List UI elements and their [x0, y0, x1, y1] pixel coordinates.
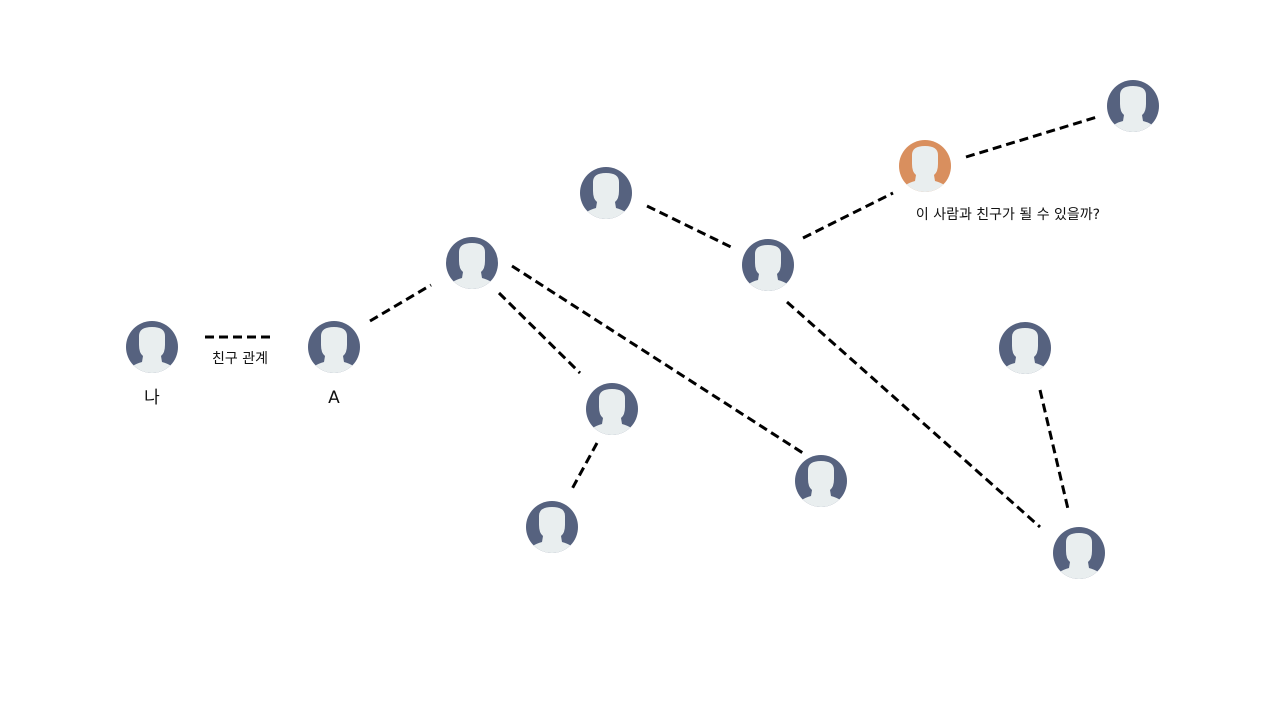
- edge-center-target: [802, 191, 894, 240]
- edge-target-topright: [965, 115, 1098, 159]
- person-node-center: [742, 239, 794, 291]
- legend: 친구 관계: [205, 335, 274, 367]
- edge-upper-center: [646, 204, 732, 249]
- person-node-topright: [1107, 80, 1159, 132]
- person-node-bottomright: [1053, 527, 1105, 579]
- person-node-leaf: [526, 501, 578, 553]
- edge-a-hub: [369, 283, 432, 323]
- person-node-hub: [446, 237, 498, 289]
- person-node-me: [126, 321, 178, 373]
- person-node-right: [999, 322, 1051, 374]
- person-node-child2: [795, 455, 847, 507]
- edges: [369, 115, 1098, 529]
- person-node-child1: [586, 383, 638, 435]
- a-label: A: [328, 388, 340, 408]
- nodes: [126, 80, 1159, 579]
- edge-hub-child1: [497, 291, 582, 375]
- edge-right-bottomright: [1038, 389, 1070, 510]
- me-label: 나: [144, 388, 160, 408]
- person-node-a: [308, 321, 360, 373]
- person-node-target: [899, 140, 951, 192]
- legend-label: 친구 관계: [212, 351, 268, 367]
- person-node-upper: [580, 167, 632, 219]
- edge-child1-leaf: [570, 442, 599, 490]
- edge-center-bottomright: [786, 300, 1041, 529]
- target-caption: 이 사람과 친구가 될 수 있을까?: [916, 207, 1100, 223]
- edge-hub-child2: [511, 264, 807, 457]
